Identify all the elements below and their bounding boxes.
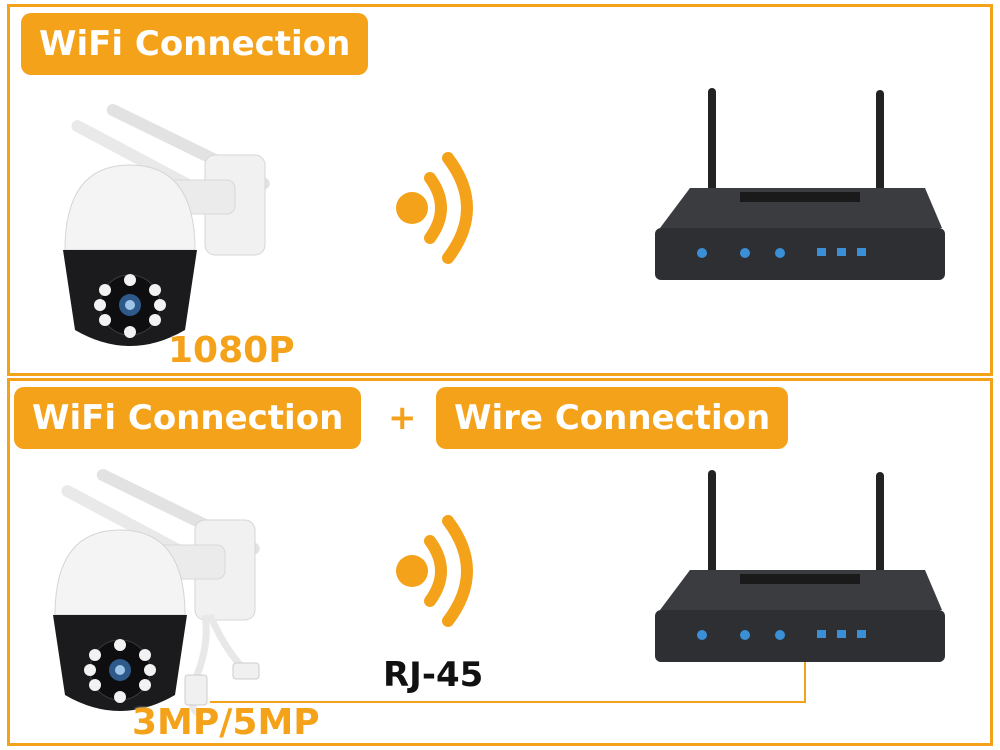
wifi-signal-icon — [396, 515, 473, 627]
router-icon — [655, 470, 945, 662]
ethernet-cable-icon — [210, 660, 806, 703]
wifi-signal-icon — [396, 152, 473, 264]
wifi-connection-label: WiFi Connection — [21, 13, 369, 75]
resolution-label: 1080P — [168, 330, 295, 371]
wifi-connection-panel — [7, 4, 993, 376]
plus-sign: + — [388, 398, 417, 438]
wire-connection-label: Wire Connection — [436, 387, 789, 449]
router-icon — [655, 88, 945, 280]
wifi-connection-label-2: WiFi Connection — [14, 387, 362, 449]
wifi-wire-connection-panel — [7, 378, 993, 746]
resolution-label: 3MP/5MP — [132, 702, 320, 743]
camera-icon — [63, 104, 270, 346]
rj45-label: RJ-45 — [383, 655, 484, 695]
camera-icon — [53, 469, 260, 718]
